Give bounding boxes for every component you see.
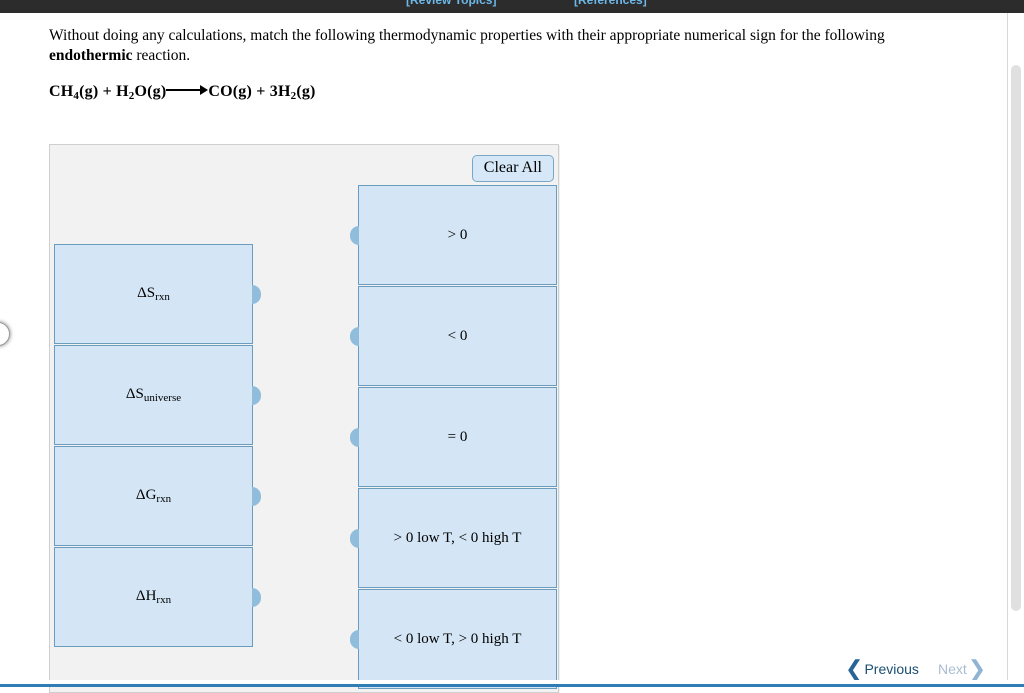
connector-nub-icon[interactable] <box>350 529 359 548</box>
product-1: CO(g) <box>208 83 253 100</box>
question-text-after: reaction. <box>132 47 191 64</box>
sign-tile-label: < 0 low T, > 0 high T <box>393 630 522 647</box>
previous-button[interactable]: ❮ Previous <box>845 656 919 681</box>
property-tile-label: ΔSuniverse <box>125 386 182 404</box>
reactant-2: H <box>116 83 129 100</box>
property-tile-label: ΔSrxn <box>137 285 170 303</box>
reactant-1: CH <box>49 83 74 100</box>
plus-sign-1: + <box>102 83 112 100</box>
matching-panel: Clear All ΔSrxn ΔSuniverse ΔGrxn ΔHrxn >… <box>49 144 559 693</box>
question-content-area: ‹ Without doing any calculations, match … <box>0 13 1008 693</box>
reactant-2-rest: O(g) <box>134 83 167 100</box>
reactant-1-subscript: 4 <box>73 90 80 102</box>
reactant-1-state: (g) <box>79 83 99 100</box>
bottom-accent-rule <box>0 684 1024 687</box>
property-tile-delta-s-rxn[interactable]: ΔSrxn <box>54 244 261 344</box>
connector-nub-icon[interactable] <box>350 327 359 346</box>
property-tile-label: ΔHrxn <box>135 588 172 606</box>
property-tile-delta-s-universe[interactable]: ΔSuniverse <box>54 345 261 445</box>
property-tile-delta-g-rxn[interactable]: ΔGrxn <box>54 446 261 546</box>
chevron-right-icon: ❯ <box>967 656 987 681</box>
review-topics-link[interactable]: [Review Topics] <box>406 0 497 7</box>
reaction-equation: CH4(g) + H2O(g)CO(g) + 3H2(g) <box>49 83 316 102</box>
connector-nub-icon[interactable] <box>252 487 261 506</box>
next-button[interactable]: Next ❯ <box>938 656 987 681</box>
sign-tile-greater-than-zero[interactable]: > 0 <box>350 185 557 285</box>
connector-nub-icon[interactable] <box>252 386 261 405</box>
sign-tile-label: = 0 <box>447 428 468 445</box>
references-link[interactable]: [References] <box>574 0 647 7</box>
connector-nub-icon[interactable] <box>350 630 359 649</box>
bottom-spacer <box>0 680 1024 684</box>
sign-tile-positive-low-negative-high[interactable]: > 0 low T, < 0 high T <box>350 488 557 588</box>
sign-tile-negative-low-positive-high[interactable]: < 0 low T, > 0 high T <box>350 589 557 689</box>
property-tile-label: ΔGrxn <box>135 487 172 505</box>
product-2-subscript: 2 <box>290 90 297 102</box>
sidebar-collapse-handle[interactable]: ‹ <box>0 322 10 346</box>
next-label: Next <box>938 661 967 677</box>
clear-all-button[interactable]: Clear All <box>471 155 554 182</box>
sign-tile-label: > 0 low T, < 0 high T <box>393 529 522 546</box>
product-2-state: (g) <box>296 83 316 100</box>
top-toolbar: [Review Topics] [References] <box>0 0 1024 13</box>
reaction-arrow-icon <box>166 85 209 95</box>
scrollbar-thumb[interactable] <box>1011 65 1021 611</box>
connector-nub-icon[interactable] <box>252 285 261 304</box>
chevron-left-icon: ❮ <box>845 656 864 681</box>
connector-nub-icon[interactable] <box>350 428 359 447</box>
sign-tile-equal-zero[interactable]: = 0 <box>350 387 557 487</box>
previous-label: Previous <box>864 661 919 677</box>
plus-sign-2: + <box>256 83 266 100</box>
sign-tile-label: > 0 <box>447 226 468 243</box>
question-text-before: Without doing any calculations, match th… <box>49 27 885 44</box>
question-emphasis: endothermic <box>49 47 133 64</box>
question-prompt: Without doing any calculations, match th… <box>49 26 959 66</box>
property-tile-delta-h-rxn[interactable]: ΔHrxn <box>54 547 261 647</box>
sign-tile-less-than-zero[interactable]: < 0 <box>350 286 557 386</box>
reactant-2-subscript: 2 <box>128 90 135 102</box>
connector-nub-icon[interactable] <box>252 588 261 607</box>
product-2-coefficient: 3H <box>269 83 291 100</box>
connector-nub-icon[interactable] <box>350 226 359 245</box>
page-scrollbar[interactable] <box>1008 13 1024 680</box>
sign-tile-label: < 0 <box>447 327 468 344</box>
